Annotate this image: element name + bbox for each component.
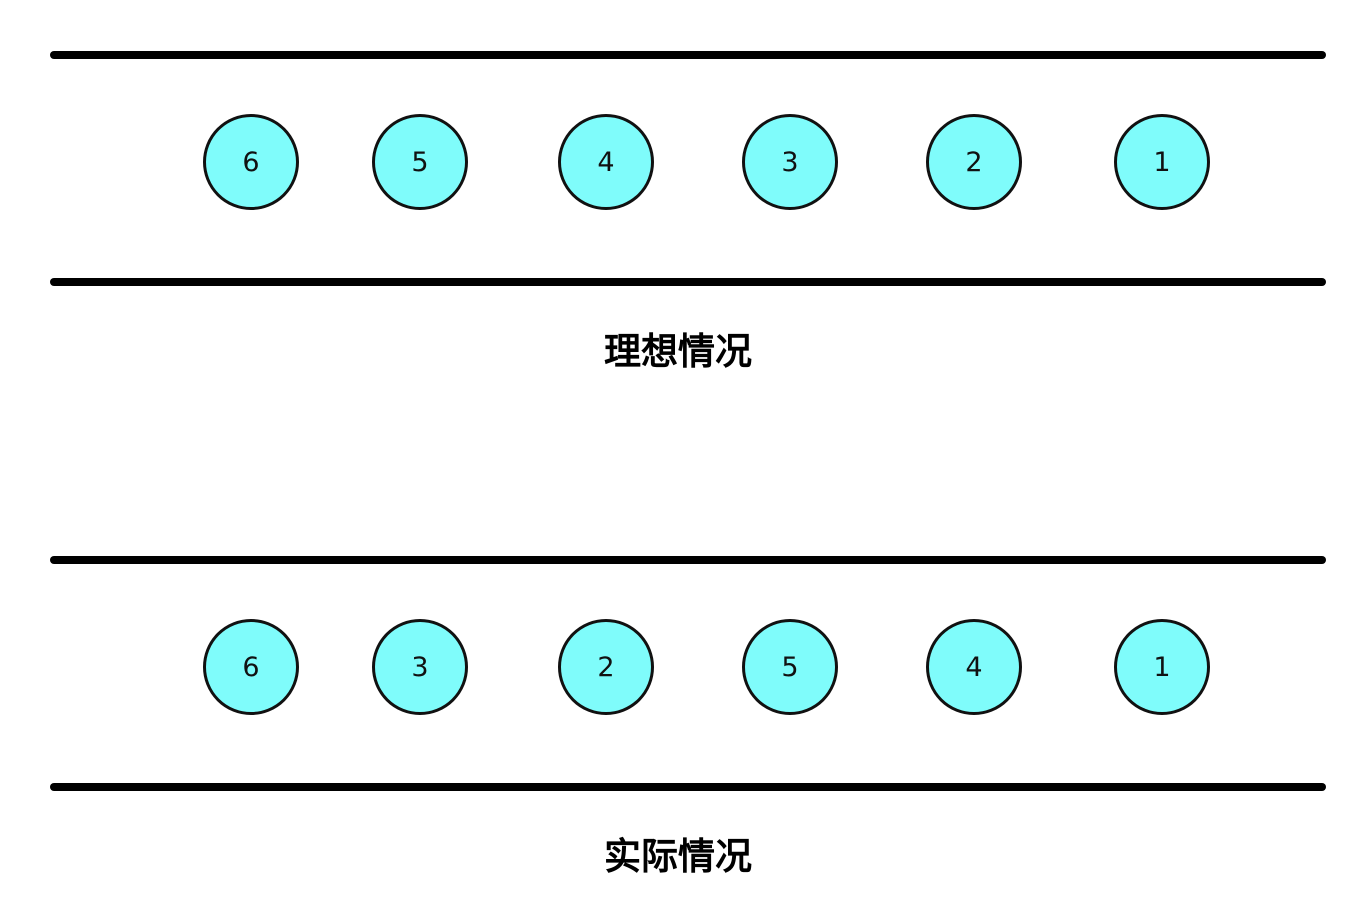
- ideal-node-5: 2: [926, 114, 1022, 210]
- actual-node-5: 4: [926, 619, 1022, 715]
- ideal-node-4: 3: [742, 114, 838, 210]
- ideal-node-1: 6: [203, 114, 299, 210]
- ideal-node-2: 5: [372, 114, 468, 210]
- actual-diagram: 6 3 2 5 4 1 实际情况: [0, 505, 1356, 875]
- actual-node-1: 6: [203, 619, 299, 715]
- ideal-node-3: 4: [558, 114, 654, 210]
- ideal-top-rail: [50, 51, 1326, 59]
- ideal-bottom-rail: [50, 278, 1326, 286]
- ideal-caption: 理想情况: [604, 329, 752, 373]
- ideal-node-6: 1: [1114, 114, 1210, 210]
- actual-top-rail: [50, 556, 1326, 564]
- actual-bottom-rail: [50, 783, 1326, 791]
- actual-node-3: 2: [558, 619, 654, 715]
- actual-caption: 实际情况: [604, 834, 752, 878]
- actual-node-2: 3: [372, 619, 468, 715]
- ideal-diagram: 6 5 4 3 2 1 理想情况: [0, 0, 1356, 370]
- actual-node-6: 1: [1114, 619, 1210, 715]
- actual-node-4: 5: [742, 619, 838, 715]
